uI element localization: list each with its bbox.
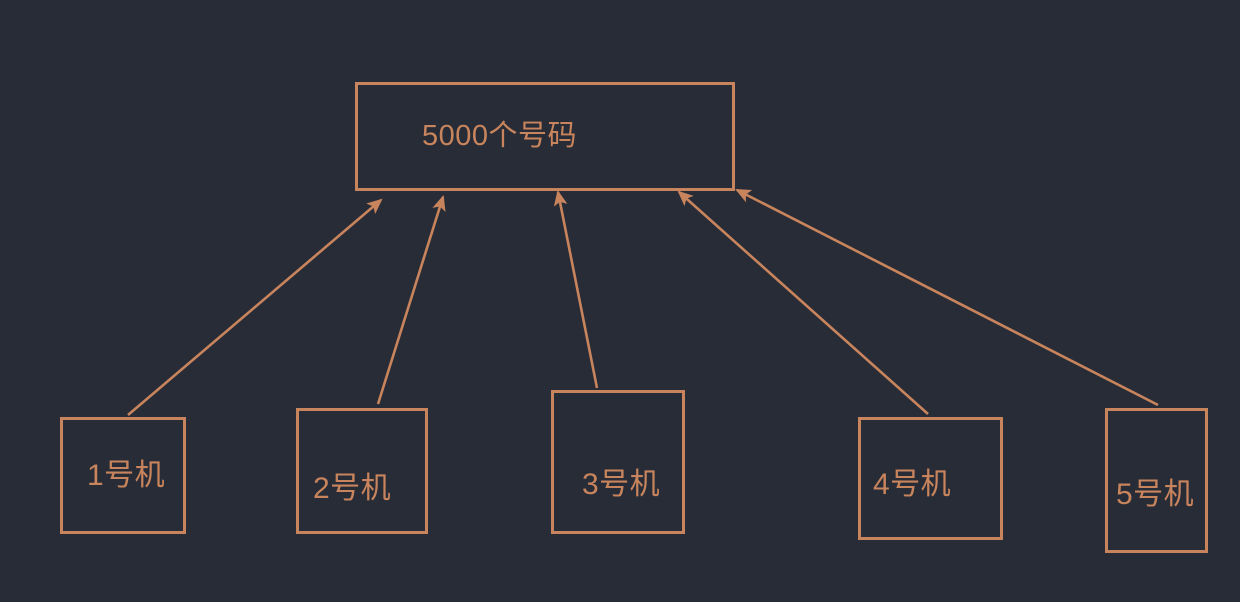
aggregate-box-label: 5000个号码 xyxy=(422,119,578,152)
machine-box-5[interactable]: 5号机 xyxy=(1105,408,1208,553)
arrow-m5-to-top xyxy=(735,188,1159,407)
arrow-m2-to-top xyxy=(376,195,446,405)
machine-box-2[interactable]: 2号机 xyxy=(296,408,428,534)
machine-box-1-label: 1号机 xyxy=(87,459,166,492)
machine-box-2-label: 2号机 xyxy=(313,471,392,505)
machine-box-4[interactable]: 4号机 xyxy=(858,417,1003,540)
arrow-m1-to-top xyxy=(127,198,383,416)
machine-box-1[interactable]: 1号机 xyxy=(60,417,186,534)
machine-box-4-label: 4号机 xyxy=(873,468,952,501)
machine-box-3[interactable]: 3号机 xyxy=(551,390,685,534)
machine-box-5-label: 5号机 xyxy=(1116,478,1195,511)
arrow-m3-to-top xyxy=(553,189,599,389)
arrow-group xyxy=(127,188,1159,416)
machine-box-3-label: 3号机 xyxy=(582,467,661,501)
arrow-m4-to-top xyxy=(677,190,929,415)
aggregate-box-5000-numbers[interactable]: 5000个号码 xyxy=(355,82,735,191)
